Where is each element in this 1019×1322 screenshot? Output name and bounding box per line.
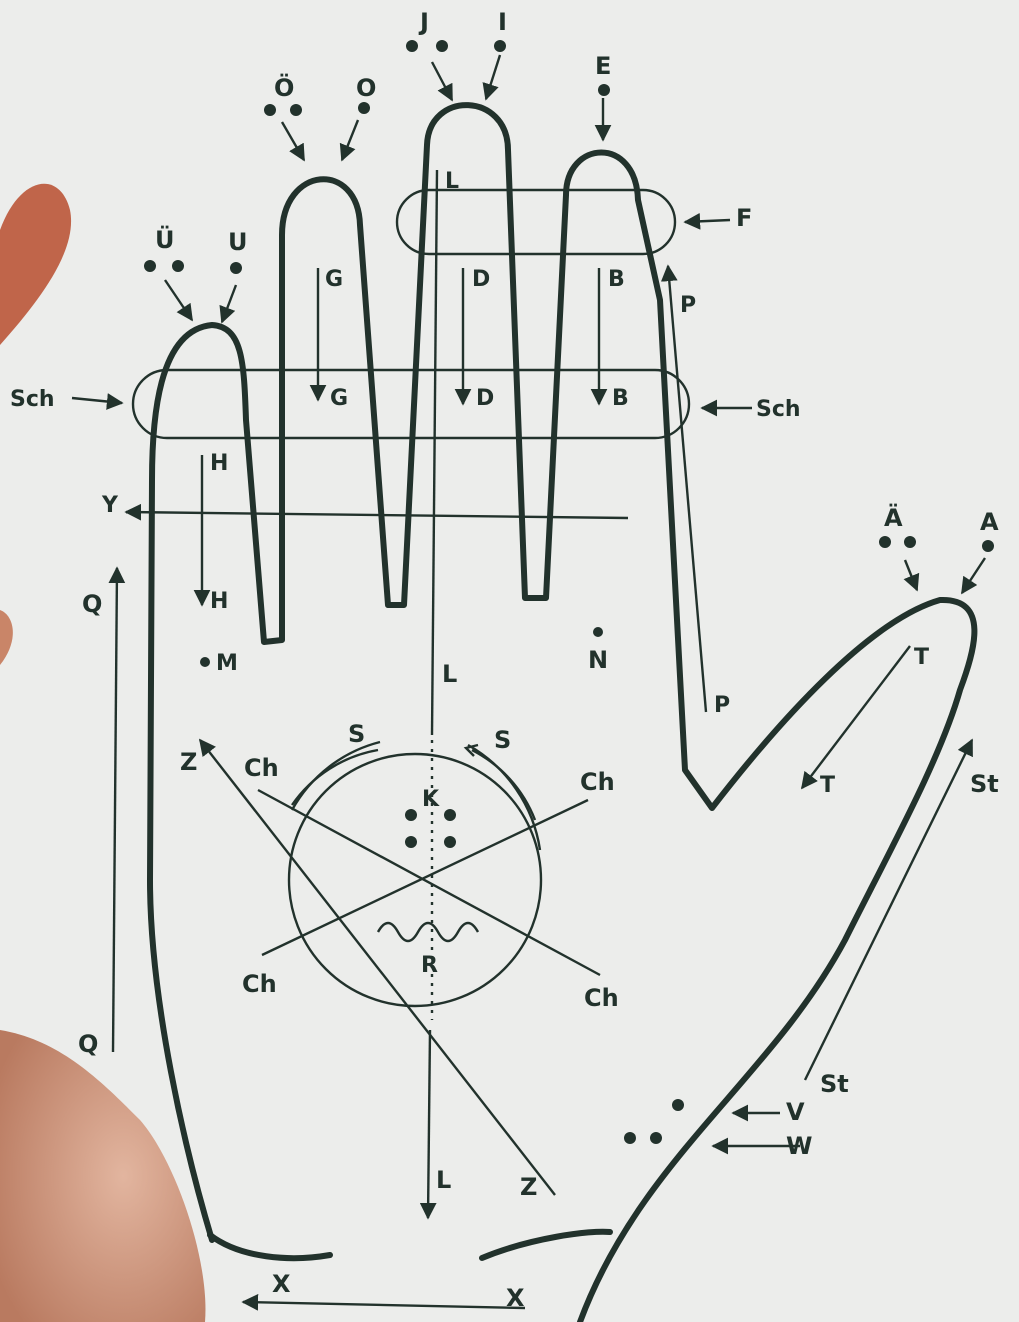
label-l-top: L (445, 169, 459, 194)
label-x-right: X (506, 1284, 525, 1312)
label-l-mid: L (442, 660, 457, 688)
label-o-umlaut: Ö (274, 72, 294, 102)
label-z-bottom: Z (520, 1173, 537, 1201)
label-g-bottom: G (330, 386, 348, 411)
label-g-top: G (325, 267, 343, 292)
hand-outline (150, 105, 974, 1322)
label-d-top: D (472, 267, 490, 292)
t-arrow (802, 646, 910, 788)
palm-figure (200, 740, 600, 1195)
label-ch-bottom-right: Ch (584, 984, 619, 1012)
label-o: O (356, 74, 376, 102)
label-a-umlaut: Ä (884, 503, 903, 532)
label-s-left: S (348, 720, 365, 748)
q-arrow (113, 568, 117, 1052)
label-k: K (422, 787, 440, 812)
label-v: V (786, 1098, 805, 1126)
label-st-top: St (970, 770, 999, 798)
label-sch-right: Sch (756, 397, 801, 422)
wrist-left (210, 1235, 330, 1258)
label-e: E (595, 52, 611, 80)
label-h-bottom: H (210, 589, 228, 614)
p-arrow (668, 266, 706, 712)
label-ch-top-right: Ch (580, 768, 615, 796)
label-y: Y (101, 493, 119, 518)
arrows (72, 55, 985, 1308)
label-f: F (736, 204, 752, 232)
label-sch-left: Sch (10, 387, 55, 412)
label-t-top: T (914, 645, 929, 670)
l-arrow (428, 1030, 430, 1218)
label-j: J (418, 8, 429, 36)
label-m: M (216, 651, 238, 676)
label-i: I (498, 8, 507, 36)
label-ch-bottom-left: Ch (242, 970, 277, 998)
letter-labels: Ü U Ö O J I E F L L L G G D D B B P P Sc… (10, 8, 999, 1312)
label-x-left: X (272, 1270, 291, 1298)
label-d-bottom: D (476, 386, 494, 411)
label-l-bottom: L (436, 1166, 451, 1194)
label-t-bottom: T (820, 773, 835, 798)
label-b-bottom: B (612, 386, 629, 411)
label-w: W (786, 1132, 812, 1160)
label-s-right: S (494, 726, 511, 754)
label-ch-top-left: Ch (244, 754, 279, 782)
label-q-top: Q (82, 590, 102, 618)
x-arrow (243, 1302, 525, 1308)
label-a: A (980, 508, 999, 536)
z-line (200, 740, 555, 1195)
ch-line-2 (262, 800, 588, 955)
label-q-bottom: Q (78, 1030, 98, 1058)
label-z-top: Z (180, 748, 197, 776)
label-n: N (588, 646, 608, 674)
label-u: U (228, 228, 248, 256)
wrist-right (482, 1232, 610, 1258)
label-p-top: P (680, 293, 696, 318)
label-h-top: H (210, 451, 228, 476)
f-capsule (397, 190, 675, 254)
label-b-top: B (608, 267, 625, 292)
r-wave (378, 923, 478, 941)
label-u-umlaut: Ü (155, 224, 175, 254)
palm-circle (289, 754, 541, 1006)
label-st-bottom: St (820, 1070, 849, 1098)
label-p-bottom: P (714, 693, 730, 718)
label-r: R (421, 953, 438, 978)
